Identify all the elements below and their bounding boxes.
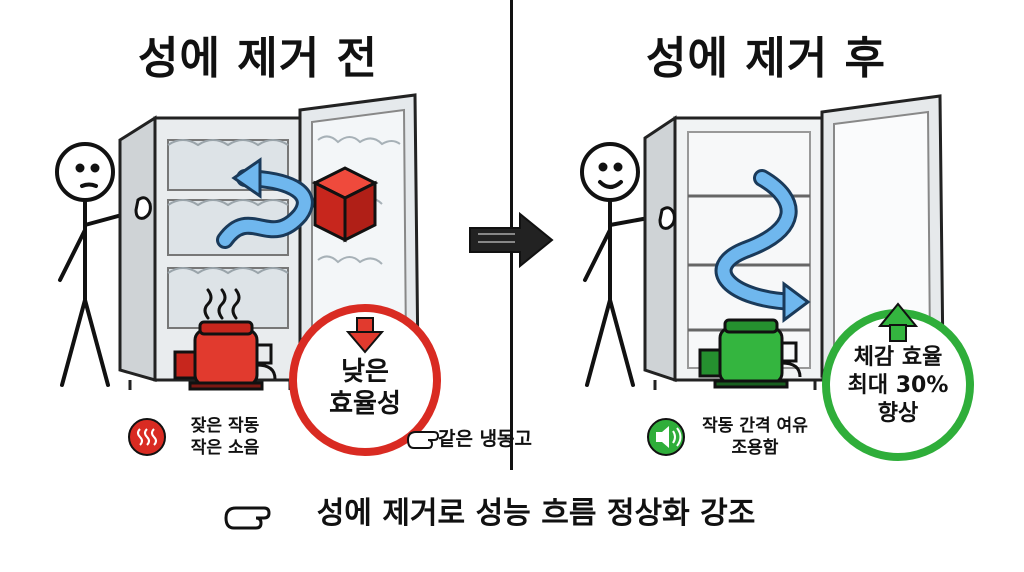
low-efficiency-text: 낮은 효율성 [305, 356, 425, 420]
hand-icon [134, 196, 152, 220]
heat-waves-icon [203, 288, 241, 320]
red-heat-badge [128, 418, 166, 456]
badge-line: 향상 [877, 401, 919, 426]
label-line: 작동 간격 여유 [702, 416, 808, 436]
footer-caption: 성에 제거로 성능 흐름 정상화 강조 [0, 488, 1024, 532]
same-fridge-note: 같은 냉동고 [438, 428, 533, 450]
label-line: 조용함 [731, 438, 779, 458]
label-line: 잦은 작동 [190, 416, 260, 436]
title-before: 성에 제거 전 [137, 33, 379, 84]
before-compressor-label: 잦은 작동 작은 소음 [170, 415, 280, 459]
badge-line: 최대 30% [847, 373, 949, 398]
label-line: 작은 소음 [190, 438, 260, 458]
up-arrow-icon [877, 302, 919, 342]
title-after: 성에 제거 후 [645, 33, 887, 84]
efficiency-up-text: 체감 효율 최대 30% 향상 [833, 344, 963, 428]
low-efficiency-badge [289, 304, 441, 456]
pointing-hand-icon [406, 431, 440, 449]
blocked-airflow-arrow [216, 157, 314, 249]
badge-line: 낮은 [341, 357, 389, 387]
right-arrow-icon [469, 211, 554, 269]
badge-line: 효율성 [329, 389, 401, 419]
footer-text: 성에 제거로 성능 흐름 정상화 강조 [316, 496, 756, 531]
red-compressor-icon [173, 320, 277, 391]
stick-figure-icon [55, 142, 142, 387]
airflow-arrow [714, 169, 811, 323]
speaker-icon [647, 418, 685, 456]
badge-line: 체감 효율 [853, 345, 943, 370]
after-compressor-label: 작동 간격 여유 조용함 [690, 415, 820, 459]
pointing-hand-icon [224, 506, 271, 530]
hand-icon [658, 206, 676, 230]
green-compressor-icon [698, 318, 802, 389]
red-cube-icon [311, 166, 379, 243]
down-arrow-icon [345, 317, 385, 354]
efficiency-up-badge [822, 302, 974, 461]
